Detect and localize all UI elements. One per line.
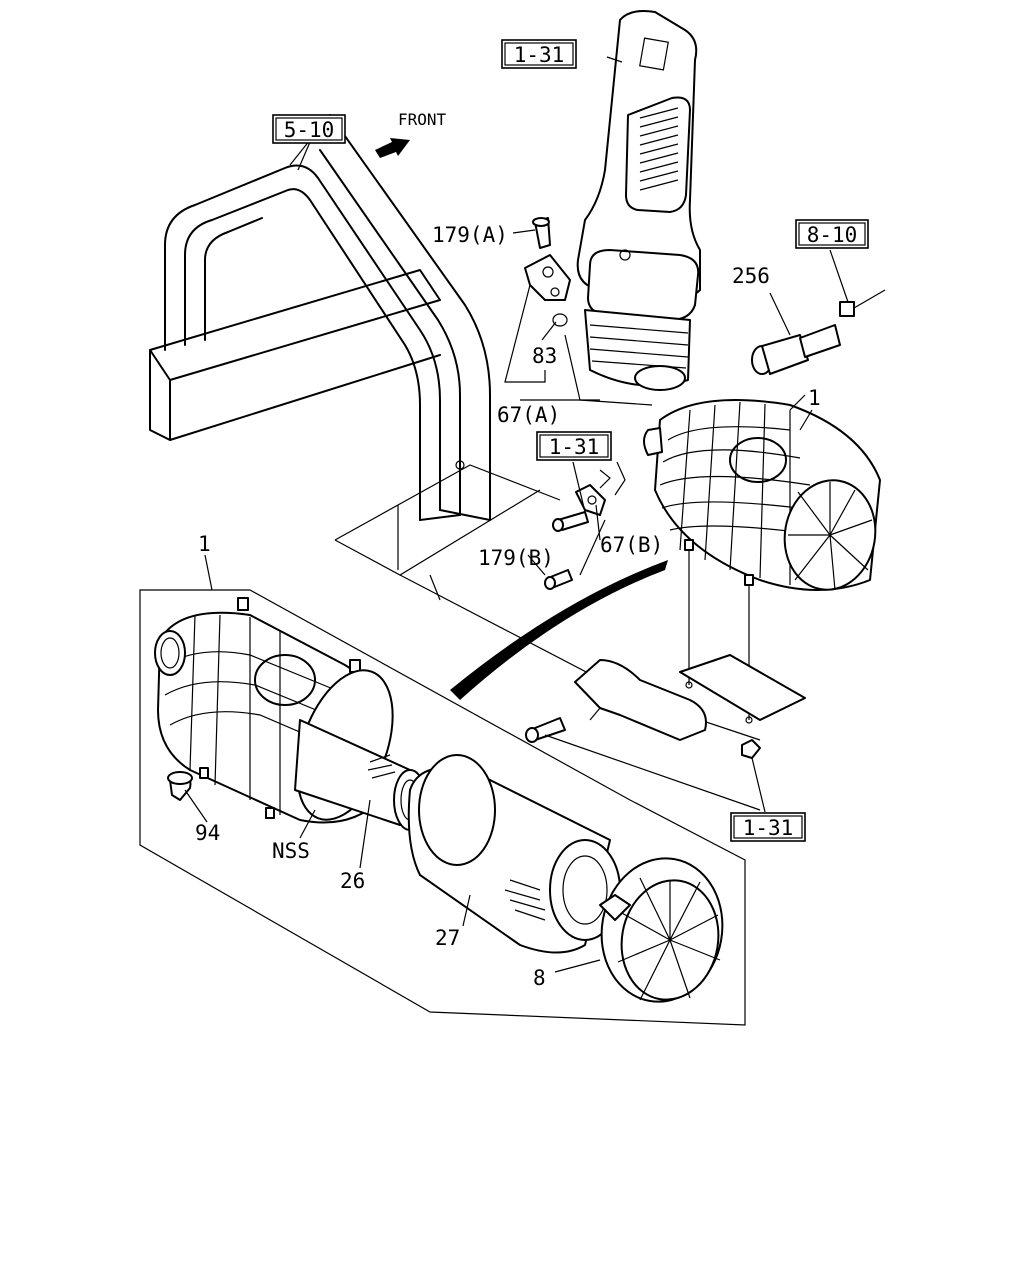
cover-8 bbox=[599, 857, 724, 1003]
svg-text:8-10: 8-10 bbox=[807, 223, 858, 247]
intake-duct bbox=[520, 10, 701, 401]
explode-arrow bbox=[450, 560, 668, 700]
ref-box-1-31-bottom: 1-31 bbox=[730, 812, 806, 842]
part-label-nss: NSS bbox=[272, 839, 310, 863]
cover-ribs bbox=[788, 482, 873, 591]
bracket-67a bbox=[504, 217, 653, 406]
ref-box-1-31-top: 1-31 bbox=[501, 39, 577, 69]
part-label-179a: 179(A) bbox=[432, 223, 508, 247]
front-label: FRONT bbox=[398, 110, 447, 129]
svg-text:1-31: 1-31 bbox=[743, 816, 794, 840]
air-cleaner-assembled bbox=[643, 394, 881, 720]
part-label-67a: 67(A) bbox=[497, 403, 560, 427]
exploded-view-frame bbox=[139, 589, 746, 1026]
svg-text:1-31: 1-31 bbox=[549, 435, 600, 459]
frame-bracket bbox=[149, 114, 761, 741]
part-label-179b: 179(B) bbox=[478, 546, 554, 570]
sensor-256 bbox=[751, 289, 886, 375]
part-label-1-exploded: 1 bbox=[198, 532, 211, 556]
mounting-plate bbox=[525, 654, 806, 813]
part-label-67b: 67(B) bbox=[600, 533, 663, 557]
part-label-83: 83 bbox=[532, 344, 557, 368]
part-label-26: 26 bbox=[340, 869, 365, 893]
svg-text:5-10: 5-10 bbox=[284, 118, 335, 142]
svg-text:1-31: 1-31 bbox=[514, 43, 565, 67]
ref-box-1-31-mid: 1-31 bbox=[536, 431, 612, 461]
duct-ribs bbox=[639, 107, 679, 191]
part-label-1-assembled: 1 bbox=[808, 386, 821, 410]
front-arrow-icon bbox=[375, 138, 410, 158]
leader-lines bbox=[184, 56, 849, 973]
ref-box-5-10: 5-10 bbox=[272, 114, 346, 144]
ref-box-8-10: 8-10 bbox=[795, 219, 869, 249]
part-label-27: 27 bbox=[435, 926, 460, 950]
part-label-94: 94 bbox=[195, 821, 220, 845]
outer-element-27 bbox=[407, 754, 621, 954]
part-label-256: 256 bbox=[732, 264, 770, 288]
part-label-8: 8 bbox=[533, 966, 546, 990]
bracket-67b bbox=[544, 461, 626, 590]
